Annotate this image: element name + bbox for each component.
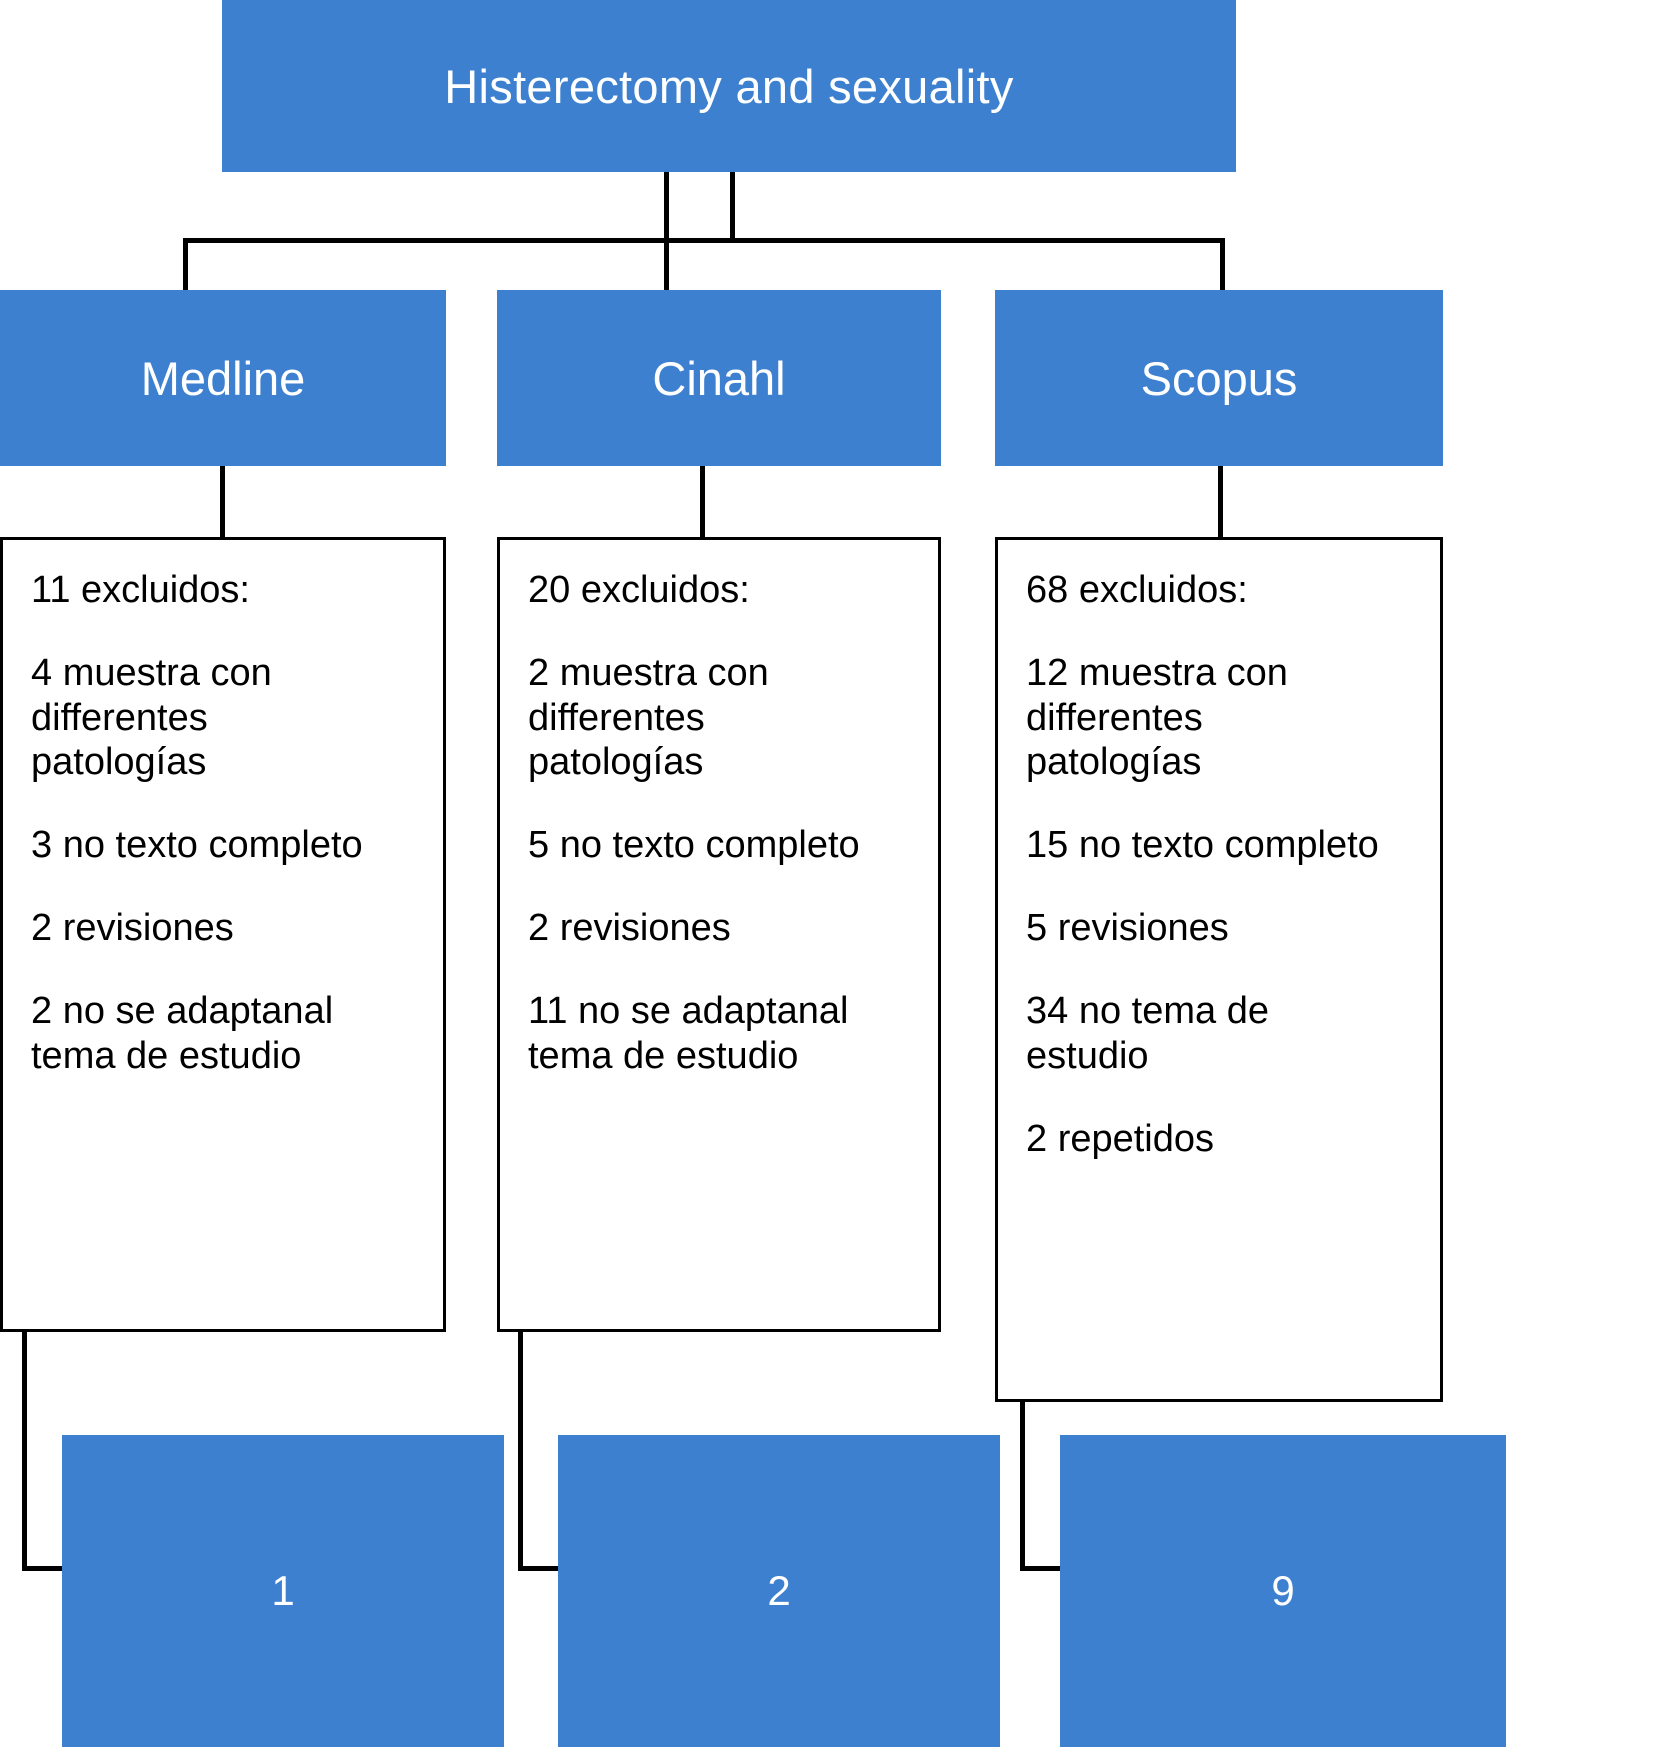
exclusion-reason: 2 muestra con differentes patologías [528, 651, 769, 784]
connector-title-stem-right [730, 172, 735, 241]
database-box-medline: Medline [0, 290, 446, 466]
exclusion-box-medline: 11 excluidos: 4 muestra con differentes … [0, 537, 446, 1332]
connector-scopus-result-vertical [1020, 1400, 1025, 1570]
connector-medline-to-exclusions [220, 466, 225, 539]
exclusion-box-scopus: 68 excluidos: 12 muestra con differentes… [995, 537, 1443, 1402]
database-label-medline: Medline [140, 351, 306, 405]
exclusion-reason: 2 repetidos [1026, 1117, 1215, 1160]
exclusion-reason: 4 muestra con differentes patologías [31, 651, 272, 784]
result-box-cinahl: 2 [558, 1435, 1000, 1747]
connector-cinahl-to-exclusions [700, 466, 705, 539]
connector-drop-cinahl [664, 238, 669, 292]
result-count-cinahl: 2 [767, 1567, 791, 1614]
exclusion-reason: 11 no se adaptanal tema de estudio [528, 989, 849, 1077]
connector-scopus-to-exclusions [1218, 466, 1223, 539]
exclusion-reason: 2 no se adaptanal tema de estudio [31, 989, 334, 1077]
exclusion-reason: 5 revisiones [1026, 907, 1229, 950]
result-box-medline: 1 [62, 1435, 504, 1747]
exclusion-reason: 2 revisiones [528, 907, 731, 950]
exclusion-header: 68 excluidos: [1026, 569, 1248, 611]
database-box-scopus: Scopus [995, 290, 1443, 466]
exclusion-header: 20 excluidos: [528, 569, 750, 611]
connector-distribution-bar [183, 238, 1225, 243]
exclusion-reason: 5 no texto completo [528, 824, 860, 867]
exclusion-box-cinahl: 20 excluidos: 2 muestra con differentes … [497, 537, 941, 1332]
connector-medline-result-vertical [22, 1330, 27, 1570]
connector-cinahl-result-vertical [518, 1330, 523, 1570]
database-label-cinahl: Cinahl [652, 351, 786, 405]
title-box: Histerectomy and sexuality [222, 0, 1236, 172]
connector-cinahl-result-horizontal [518, 1566, 564, 1571]
connector-drop-medline [183, 238, 188, 292]
title-label: Histerectomy and sexuality [444, 59, 1014, 113]
connector-medline-result-horizontal [22, 1566, 68, 1571]
result-count-medline: 1 [271, 1567, 295, 1614]
result-count-scopus: 9 [1271, 1567, 1295, 1614]
result-box-scopus: 9 [1060, 1435, 1506, 1747]
connector-drop-scopus [1220, 238, 1225, 292]
database-label-scopus: Scopus [1140, 351, 1298, 405]
exclusion-reason: 15 no texto completo [1026, 824, 1379, 867]
connector-title-stem-left [664, 172, 669, 241]
exclusion-reason: 34 no tema de estudio [1026, 989, 1269, 1077]
database-box-cinahl: Cinahl [497, 290, 941, 466]
exclusion-reason: 3 no texto completo [31, 824, 363, 867]
exclusion-header: 11 excluidos: [31, 569, 250, 611]
connector-scopus-result-horizontal [1020, 1566, 1066, 1571]
exclusion-reason: 2 revisiones [31, 907, 234, 950]
exclusion-reason: 12 muestra con differentes patologías [1026, 651, 1288, 784]
